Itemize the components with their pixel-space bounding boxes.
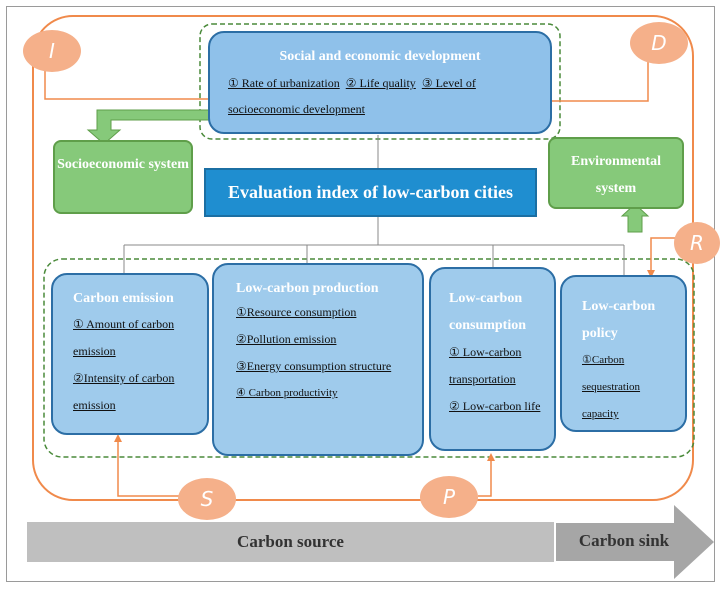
low-carbon-policy-box: Low-carbon policy ①Carbon sequestration … — [560, 275, 687, 432]
production-item-3: ③Energy consumption structure — [236, 359, 392, 373]
carbon-emission-item-1: ① Amount of carbon emission — [73, 317, 175, 358]
figure-frame — [6, 6, 715, 582]
socioeconomic-system-box: Socioeconomic system — [53, 140, 193, 214]
consumption-item-1: ① Low-carbon transportation — [449, 345, 522, 386]
production-item-2: ②Pollution emission — [236, 332, 337, 346]
circle-r: R — [674, 222, 720, 264]
low-carbon-production-box: Low-carbon production ①Resource consumpt… — [212, 263, 424, 456]
low-carbon-consumption-title: Low-carbon consumption — [449, 291, 527, 333]
low-carbon-consumption-box: Low-carbon consumption ① Low-carbon tran… — [429, 267, 556, 451]
carbon-emission-box: Carbon emission ① Amount of carbon emiss… — [51, 273, 209, 435]
policy-item-1: ①Carbon sequestration capacity — [582, 354, 641, 420]
carbon-sink-arrow — [556, 505, 714, 579]
evaluation-index-title: Evaluation index of low-carbon cities — [204, 168, 537, 217]
circle-p: P — [420, 476, 478, 518]
circle-s: S — [178, 478, 236, 520]
item-socioeconomic-level: ③ Level of socioeconomic development — [228, 76, 476, 116]
consumption-item-2: ② Low-carbon life — [449, 399, 541, 413]
environmental-system-label: Environmental system — [571, 154, 661, 196]
socioeconomic-system-label: Socioeconomic system — [57, 157, 189, 172]
circle-d: D — [630, 22, 688, 64]
production-item-1: ①Resource consumption — [236, 305, 357, 319]
top-items: ① Rate of urbanization ② Life quality ③ … — [210, 70, 550, 122]
social-economic-development-title: Social and economic development — [279, 49, 481, 64]
item-urbanization: ① Rate of urbanization — [228, 76, 340, 90]
carbon-emission-title: Carbon emission — [73, 291, 174, 306]
carbon-sink-label: Carbon sink — [578, 531, 670, 550]
item-life-quality: ② Life quality — [345, 76, 416, 90]
production-item-4: ④ Carbon productivity — [236, 387, 338, 399]
carbon-emission-item-2: ②Intensity of carbon emission — [73, 371, 175, 412]
carbon-source-bar: Carbon source — [27, 522, 554, 562]
low-carbon-policy-title: Low-carbon policy — [582, 299, 656, 341]
environmental-system-box: Environmental system — [548, 137, 684, 209]
social-economic-development-box: Social and economic development ① Rate o… — [208, 31, 552, 134]
low-carbon-production-title: Low-carbon production — [236, 281, 379, 296]
circle-i: I — [23, 30, 81, 72]
